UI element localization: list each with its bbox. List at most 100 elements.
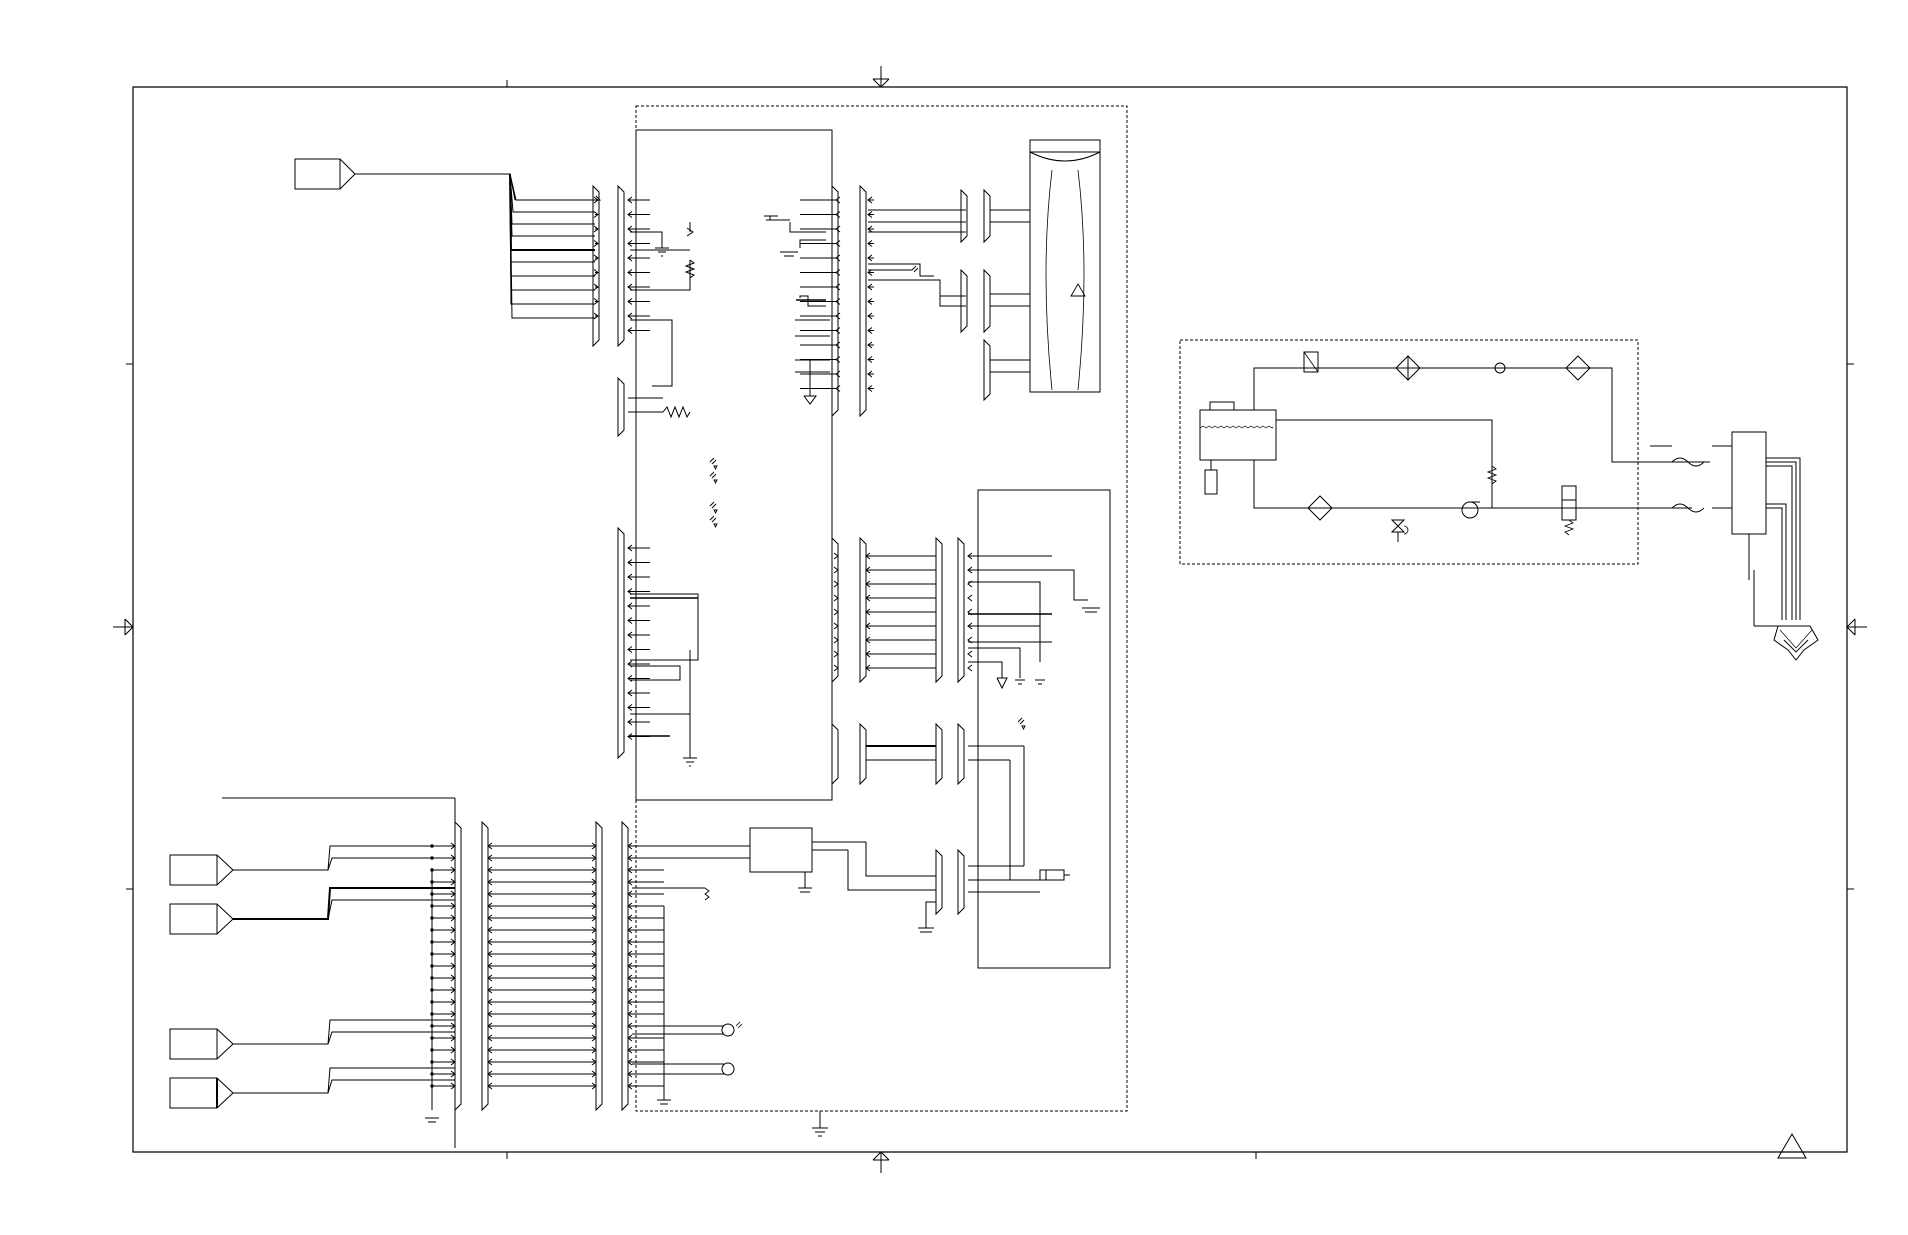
pin-arrow — [628, 1047, 632, 1053]
pin-arrow — [866, 567, 870, 573]
connector-j7 — [936, 850, 1070, 914]
pin-arrow — [451, 903, 455, 909]
led-icon — [710, 502, 717, 513]
pin-arrow — [628, 690, 632, 696]
led-icon — [1018, 718, 1025, 729]
pin-arrow — [488, 891, 492, 897]
pin-arrow — [628, 891, 632, 897]
pin-arrow — [836, 357, 840, 363]
pin-arrow — [628, 951, 632, 957]
pin-arrow — [836, 299, 840, 305]
pin-arrow — [628, 632, 632, 638]
pin-arrow — [488, 915, 492, 921]
revision-triangle-icon — [1071, 284, 1085, 296]
pin-arrow — [592, 927, 596, 933]
j5-pins — [834, 553, 972, 671]
pin-arrow — [451, 879, 455, 885]
connector-j4 — [832, 186, 866, 416]
pin-arrow — [834, 623, 838, 629]
pin-arrow — [451, 939, 455, 945]
junction-dot — [431, 917, 433, 919]
pin-arrow — [594, 270, 598, 276]
junction-dot — [431, 1085, 433, 1087]
pin-arrow — [628, 618, 632, 624]
pin-arrow — [628, 255, 632, 261]
pin-arrow — [451, 1083, 455, 1089]
junction-dot — [431, 1073, 433, 1075]
main-board — [636, 130, 832, 800]
pin-arrow — [628, 879, 632, 885]
pin-arrow — [451, 987, 455, 993]
pin-arrow — [868, 241, 872, 247]
junction-dot — [431, 905, 433, 907]
pin-arrow — [628, 226, 632, 232]
pin-arrow — [628, 197, 632, 203]
pin-arrow — [488, 939, 492, 945]
pin-arrow — [866, 553, 870, 559]
top-center-marker-icon — [873, 66, 889, 87]
pin-arrow — [868, 212, 872, 218]
offpage-connector-2 — [170, 888, 455, 934]
pin-arrow — [628, 734, 632, 740]
pin-arrow — [628, 1035, 632, 1041]
led-icon — [710, 458, 717, 469]
pin-arrow — [628, 299, 632, 305]
pin-arrow — [592, 975, 596, 981]
pin-arrow — [592, 903, 596, 909]
pin-arrow — [834, 581, 838, 587]
pin-arrow — [592, 951, 596, 957]
pin-arrow — [836, 328, 840, 334]
pin-arrow — [592, 1059, 596, 1065]
offpage-connector-4 — [170, 1068, 455, 1108]
pin-arrow — [868, 299, 872, 305]
pin-arrow — [628, 1059, 632, 1065]
pin-arrow — [868, 226, 872, 232]
pin-arrow — [451, 1035, 455, 1041]
pin-arrow — [836, 270, 840, 276]
fuse-icon — [1040, 870, 1064, 880]
pin-arrow — [866, 637, 870, 643]
j3-pins — [628, 545, 650, 740]
pin-arrow — [628, 603, 632, 609]
pin-arrow — [834, 553, 838, 559]
speaker-icon — [722, 1063, 734, 1075]
pin-arrow — [628, 939, 632, 945]
board-leds — [710, 458, 717, 527]
pin-arrow — [628, 1083, 632, 1089]
pin-arrow — [834, 651, 838, 657]
junction-dot — [431, 1025, 433, 1027]
display-wiring — [868, 210, 966, 306]
pin-arrow — [834, 595, 838, 601]
pin-arrow — [592, 843, 596, 849]
connector-j1 — [593, 186, 624, 346]
pin-arrow — [836, 212, 840, 218]
pin-arrow — [836, 313, 840, 319]
resistor-icon — [1488, 466, 1496, 484]
controller-boundary — [636, 106, 1127, 1111]
pin-arrow — [592, 999, 596, 1005]
pin-arrow — [592, 963, 596, 969]
pin-arrow — [834, 609, 838, 615]
pin-arrow — [592, 879, 596, 885]
junction-dot — [431, 1049, 433, 1051]
connector-j6 — [832, 724, 1024, 880]
pin-arrow — [488, 951, 492, 957]
pin-arrow — [592, 867, 596, 873]
drawing-frame — [126, 80, 1854, 1159]
junction-dot — [431, 1037, 433, 1039]
pressure-switch-icon — [1304, 352, 1318, 372]
chassis-ground-icon — [812, 1111, 828, 1136]
pin-arrow — [836, 284, 840, 290]
pin-arrow — [451, 975, 455, 981]
pin-arrow — [488, 1035, 492, 1041]
pin-arrow — [594, 284, 598, 290]
junction-dot — [431, 1001, 433, 1003]
pin-arrow — [968, 595, 972, 601]
j5-power-wiring — [968, 556, 1100, 688]
pin-arrow — [488, 903, 492, 909]
solenoid-valve-icon — [1562, 486, 1576, 535]
pin-arrow — [866, 665, 870, 671]
tank-icon — [1200, 410, 1276, 460]
drain-valve-icon — [1392, 520, 1408, 542]
